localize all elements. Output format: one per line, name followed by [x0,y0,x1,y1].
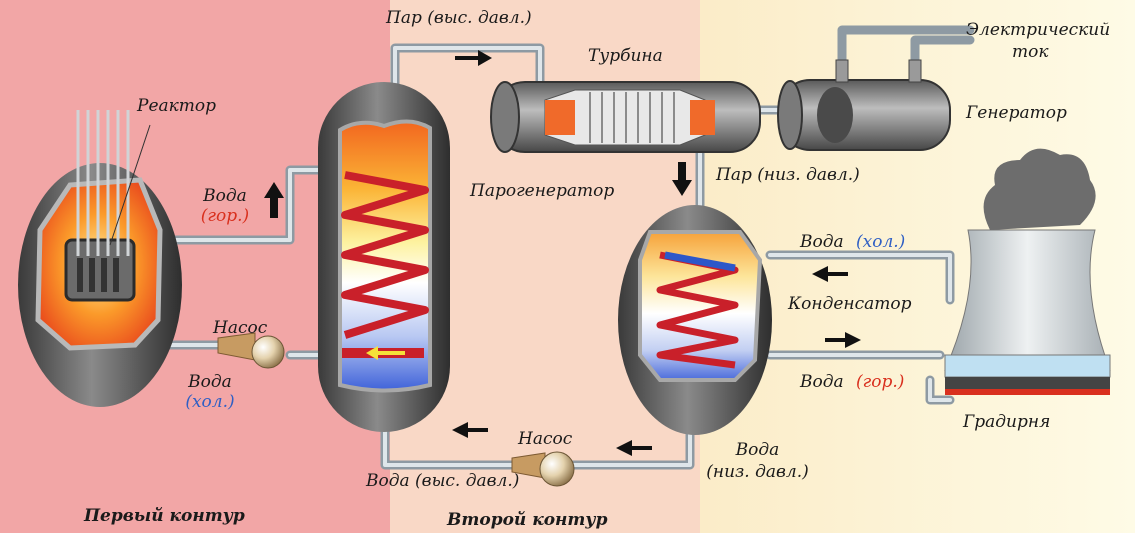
hot-water-qualifier-1: (гор.) [195,206,255,226]
cold-water-qualifier-2: (хол.) [856,232,905,252]
pump-label-1: Насос [213,318,267,338]
turbine [491,82,760,152]
turbine-label: Турбина [588,46,663,66]
steam-generator-label: Парогенератор [470,181,614,201]
cold-water-label-1: Вода [180,372,240,392]
second-circuit-label: Второй контур [447,510,607,530]
electric-current-label-1: Электрический [966,20,1110,40]
hot-water-label-1: Вода [195,186,255,206]
electric-current-label-2: ток [1012,42,1049,62]
cold-water-qualifier-1: (хол.) [180,392,240,412]
high-pressure-water-label: Вода (выс. давл.) [366,471,519,491]
low-pressure-water-label-1: Вода [700,440,815,460]
pump-label-2: Насос [518,429,572,449]
cold-water-label-2: Вода [800,232,844,252]
condenser [618,205,772,435]
hot-water-label-2: Вода [800,372,844,392]
hot-water-qualifier-2: (гор.) [856,372,904,392]
steam-generator [318,82,450,432]
low-pressure-water-label-2: (низ. давл.) [700,462,815,482]
condenser-label: Конденсатор [788,294,912,314]
reactor-label: Реактор [137,96,216,116]
steam-low-label: Пар (низ. давл.) [716,165,860,185]
cooling-tower-label: Градирня [963,412,1050,432]
steam-high-label: Пар (выс. давл.) [386,8,532,28]
generator-label: Генератор [966,103,1067,123]
first-circuit-label: Первый контур [84,506,245,526]
